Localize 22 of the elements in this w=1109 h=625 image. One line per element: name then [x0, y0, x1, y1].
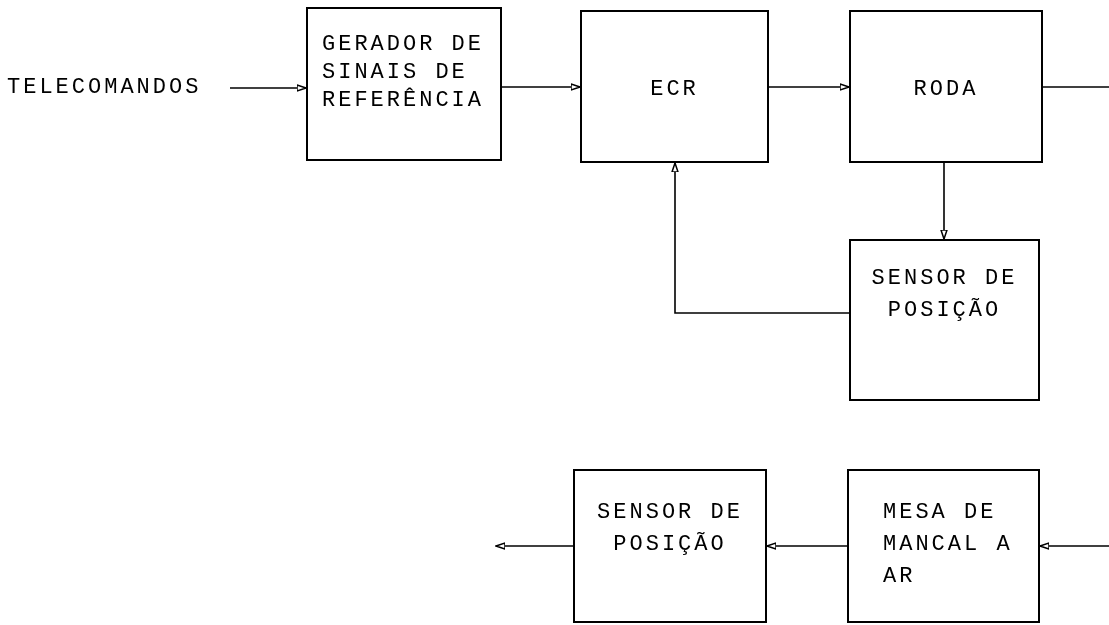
- process-box: [306, 7, 502, 161]
- arrow: [495, 542, 574, 550]
- box-label: GERADOR DE SINAIS DE REFERÊNCIA: [322, 31, 486, 115]
- box-label: ECR: [649, 76, 700, 104]
- box-label: RODA: [912, 76, 980, 104]
- arrow: [501, 83, 581, 91]
- connector-line: [1042, 86, 1109, 88]
- process-box: [849, 239, 1040, 401]
- process-box: [580, 10, 769, 163]
- process-box: [847, 469, 1040, 623]
- box-label: MESA DE MANCAL A AR: [883, 499, 1014, 591]
- input-label: TELECOMANDOS: [7, 74, 203, 102]
- arrow: [768, 83, 850, 91]
- arrow: [766, 542, 848, 550]
- process-box: [849, 10, 1043, 163]
- box-label: SENSOR DE POSIÇÃO: [870, 265, 1019, 325]
- arrow: [940, 162, 948, 240]
- arrow: [229, 84, 307, 92]
- arrow: [671, 162, 850, 314]
- box-label: SENSOR DE POSIÇÃO: [596, 499, 744, 559]
- arrow: [1039, 542, 1109, 550]
- process-box: [573, 469, 767, 623]
